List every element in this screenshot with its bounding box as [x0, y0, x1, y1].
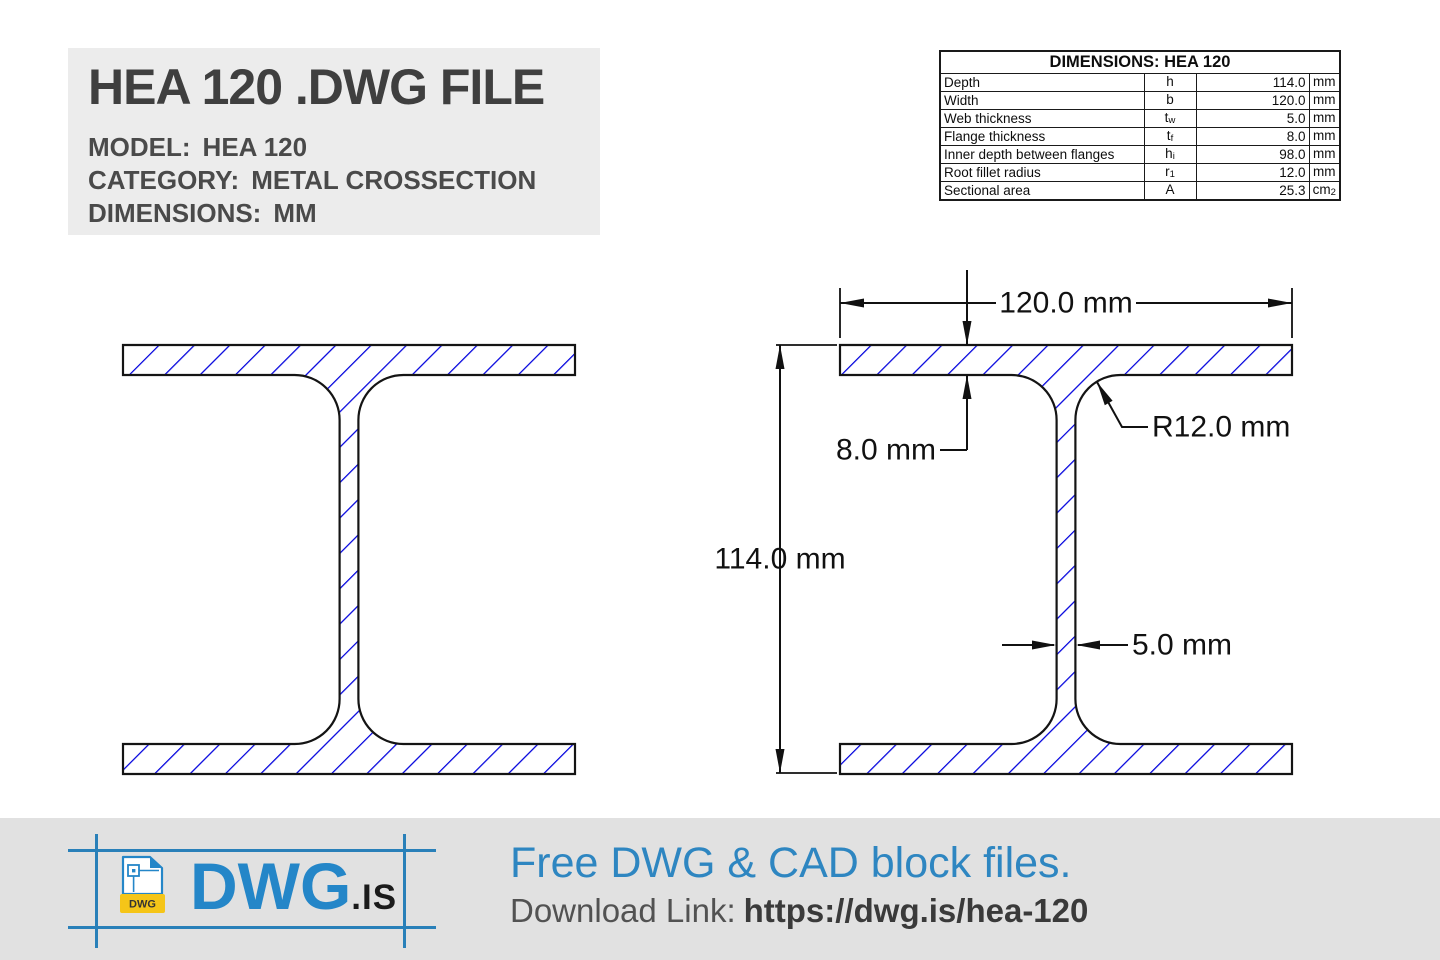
crop-mark-left — [95, 834, 98, 948]
header-card: HEA 120 .DWG FILE MODEL: HEA 120 CATEGORY… — [68, 48, 600, 235]
beam-cross-section-plain — [121, 343, 577, 776]
row-unit: mm — [1308, 108, 1341, 128]
beam-profile-outline — [838, 343, 1294, 776]
extension-lines — [776, 288, 1293, 774]
row-value: 114.0 — [1195, 72, 1310, 92]
beam-cross-section-dimensioned: 120.0 mm 114.0 mm 8.0 mm R12.0 mm 5.0 mm — [714, 270, 1294, 776]
row-label: Width — [939, 90, 1145, 110]
table-row: Sectional area A 25.3 cm2 — [939, 180, 1341, 200]
category-value: METAL CROSSECTION — [251, 165, 537, 195]
crop-mark-right — [403, 834, 406, 948]
row-symbol: hi — [1143, 144, 1197, 164]
dimensions-table: DIMENSIONS: HEA 120 Depth h 114.0 mm Wid… — [939, 50, 1341, 201]
dimensions-value: MM — [273, 198, 317, 228]
dim-radius-label: R12.0 mm — [1152, 411, 1290, 444]
row-unit: cm2 — [1308, 180, 1341, 200]
table-row: Inner depth between flanges hi 98.0 mm — [939, 144, 1341, 164]
row-unit: mm — [1308, 72, 1341, 92]
category-row: CATEGORY: METAL CROSSECTION — [88, 165, 536, 196]
row-unit: mm — [1308, 144, 1341, 164]
row-symbol: tf — [1143, 126, 1197, 146]
model-label: MODEL: — [88, 132, 191, 162]
page-title: HEA 120 .DWG FILE — [88, 59, 545, 115]
row-unit: mm — [1308, 162, 1341, 182]
model-row: MODEL: HEA 120 — [88, 132, 307, 163]
row-value: 120.0 — [1195, 90, 1310, 110]
site-logo: DWG.IS — [190, 849, 398, 923]
category-label: CATEGORY: — [88, 165, 240, 195]
row-symbol: h — [1143, 72, 1197, 92]
beam-profile-outline — [121, 343, 577, 776]
crop-mark-bottom — [68, 926, 436, 929]
dim-text-mask — [996, 289, 1136, 317]
table-title: DIMENSIONS: HEA 120 — [939, 50, 1341, 74]
table-row: Width b 120.0 mm — [939, 90, 1341, 110]
row-label: Flange thickness — [939, 126, 1145, 146]
row-value: 12.0 — [1195, 162, 1310, 182]
table-row: Root fillet radius r1 12.0 mm — [939, 162, 1341, 182]
footer: DWG DWG.IS Free DWG & CAD block files. D… — [0, 818, 1440, 960]
row-unit: mm — [1308, 126, 1341, 146]
download-url[interactable]: https://dwg.is/hea-120 — [743, 892, 1089, 929]
logo-is-text: .IS — [351, 878, 398, 917]
dim-width-label: 120.0 mm — [999, 287, 1132, 320]
row-symbol: r1 — [1143, 162, 1197, 182]
dwg-file-icon: DWG — [120, 855, 165, 913]
row-label: Depth — [939, 72, 1145, 92]
footer-tagline: Free DWG & CAD block files. — [510, 839, 1072, 887]
crop-mark-top — [68, 849, 436, 852]
row-value: 25.3 — [1195, 180, 1310, 200]
row-unit: mm — [1308, 90, 1341, 110]
row-label: Root fillet radius — [939, 162, 1145, 182]
file-fold-corner — [150, 857, 162, 868]
row-value: 5.0 — [1195, 108, 1310, 128]
file-type-badge — [120, 894, 165, 913]
dim-depth-label: 114.0 mm — [714, 543, 845, 576]
row-label: Inner depth between flanges — [939, 144, 1145, 164]
row-symbol: b — [1143, 90, 1197, 110]
table-row: Flange thickness tf 8.0 mm — [939, 126, 1341, 146]
table-row: Web thickness tw 5.0 mm — [939, 108, 1341, 128]
model-value: HEA 120 — [202, 132, 308, 162]
dimension-arrowheads — [775, 298, 1292, 773]
row-symbol: tw — [1143, 108, 1197, 128]
logo-dwg-text: DWG — [190, 849, 352, 923]
dim-flange-label: 8.0 mm — [836, 434, 936, 467]
dimensions-label: DIMENSIONS: — [88, 198, 262, 228]
row-label: Sectional area — [939, 180, 1145, 200]
download-row: Download Link:https://dwg.is/hea-120 — [510, 892, 1088, 930]
row-symbol: A — [1143, 180, 1197, 200]
download-label: Download Link: — [510, 892, 736, 929]
row-value: 98.0 — [1195, 144, 1310, 164]
row-label: Web thickness — [939, 108, 1145, 128]
dimensions-row: DIMENSIONS: MM — [88, 198, 317, 229]
dim-web-label: 5.0 mm — [1132, 629, 1232, 662]
table-row: Depth h 114.0 mm — [939, 72, 1341, 92]
crosshair-dot — [132, 869, 136, 873]
row-value: 8.0 — [1195, 126, 1310, 146]
file-type-badge-label: DWG — [129, 899, 156, 911]
